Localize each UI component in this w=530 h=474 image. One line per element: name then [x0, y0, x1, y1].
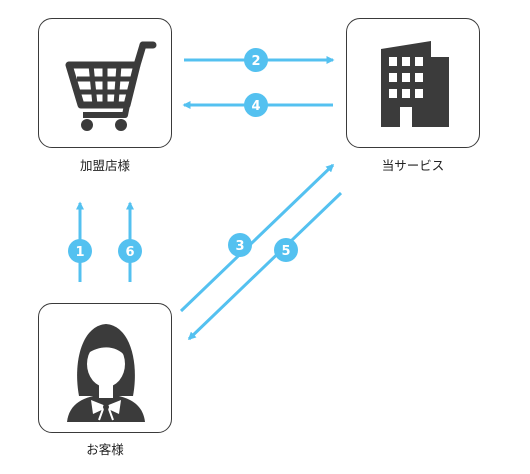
shop-box — [38, 18, 172, 148]
step-number-4: 4 — [251, 99, 260, 114]
step-badge-2 — [244, 48, 268, 72]
customer-label: お客様 — [86, 442, 124, 457]
arrow-3 — [179, 163, 335, 313]
service-label: 当サービス — [381, 158, 445, 173]
step-badge-1 — [68, 239, 92, 263]
step-number-6: 6 — [125, 245, 134, 260]
service-box — [346, 18, 480, 148]
shop-label: 加盟店様 — [79, 158, 130, 173]
step-badge-4 — [244, 93, 268, 117]
step-number-2: 2 — [251, 54, 260, 69]
step-number-1: 1 — [75, 245, 84, 260]
step-number-3: 3 — [235, 239, 244, 254]
office-building-icon — [381, 41, 449, 127]
step-badge-6 — [118, 239, 142, 263]
shopping-cart-icon — [65, 41, 157, 131]
customer-box — [38, 303, 172, 433]
woman-avatar-icon — [67, 324, 145, 422]
step-badge-3 — [228, 233, 252, 257]
arrow-5 — [187, 191, 343, 341]
step-number-5: 5 — [281, 244, 290, 259]
step-badge-5 — [274, 238, 298, 262]
